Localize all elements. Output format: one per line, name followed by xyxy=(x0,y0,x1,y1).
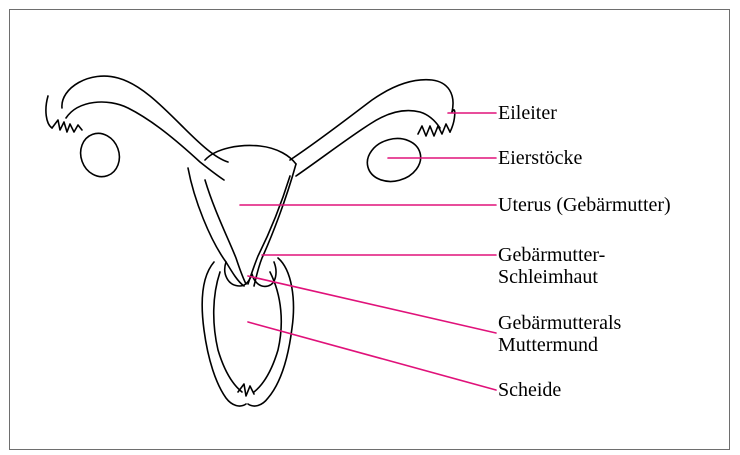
vagina-inner-right xyxy=(254,272,281,392)
label-eileiter: Eileiter xyxy=(498,102,557,124)
right-ovary xyxy=(362,133,425,188)
right-fallopian-tube-outline xyxy=(290,80,453,160)
left-ovary xyxy=(75,128,126,182)
label-scheide: Scheide xyxy=(498,379,561,401)
left-fimbriae xyxy=(52,120,82,132)
label-uterus: Uterus (Gebärmutter) xyxy=(498,194,671,216)
left-fimbriae-edge xyxy=(46,96,52,128)
cervix-outline xyxy=(225,262,276,286)
label-schleimhaut: Gebärmutter- Schleimhaut xyxy=(498,244,605,288)
left-fallopian-tube-outline xyxy=(62,76,228,162)
scheide-leader-line xyxy=(248,322,496,390)
muttermund-leader-line xyxy=(248,276,496,333)
vaginal-opening xyxy=(238,384,254,396)
label-muttermund: Gebärmutterals Muttermund xyxy=(498,312,621,356)
label-eierstoecke: Eierstöcke xyxy=(498,147,582,169)
vagina-inner-left xyxy=(214,272,242,392)
uterus-outline xyxy=(188,164,296,286)
uterus-cavity-right xyxy=(248,176,290,284)
uterus-fundus xyxy=(205,146,296,164)
vagina-outline-left xyxy=(202,262,246,406)
right-fimbriae xyxy=(418,124,450,136)
left-fallopian-tube-inner xyxy=(66,102,224,180)
